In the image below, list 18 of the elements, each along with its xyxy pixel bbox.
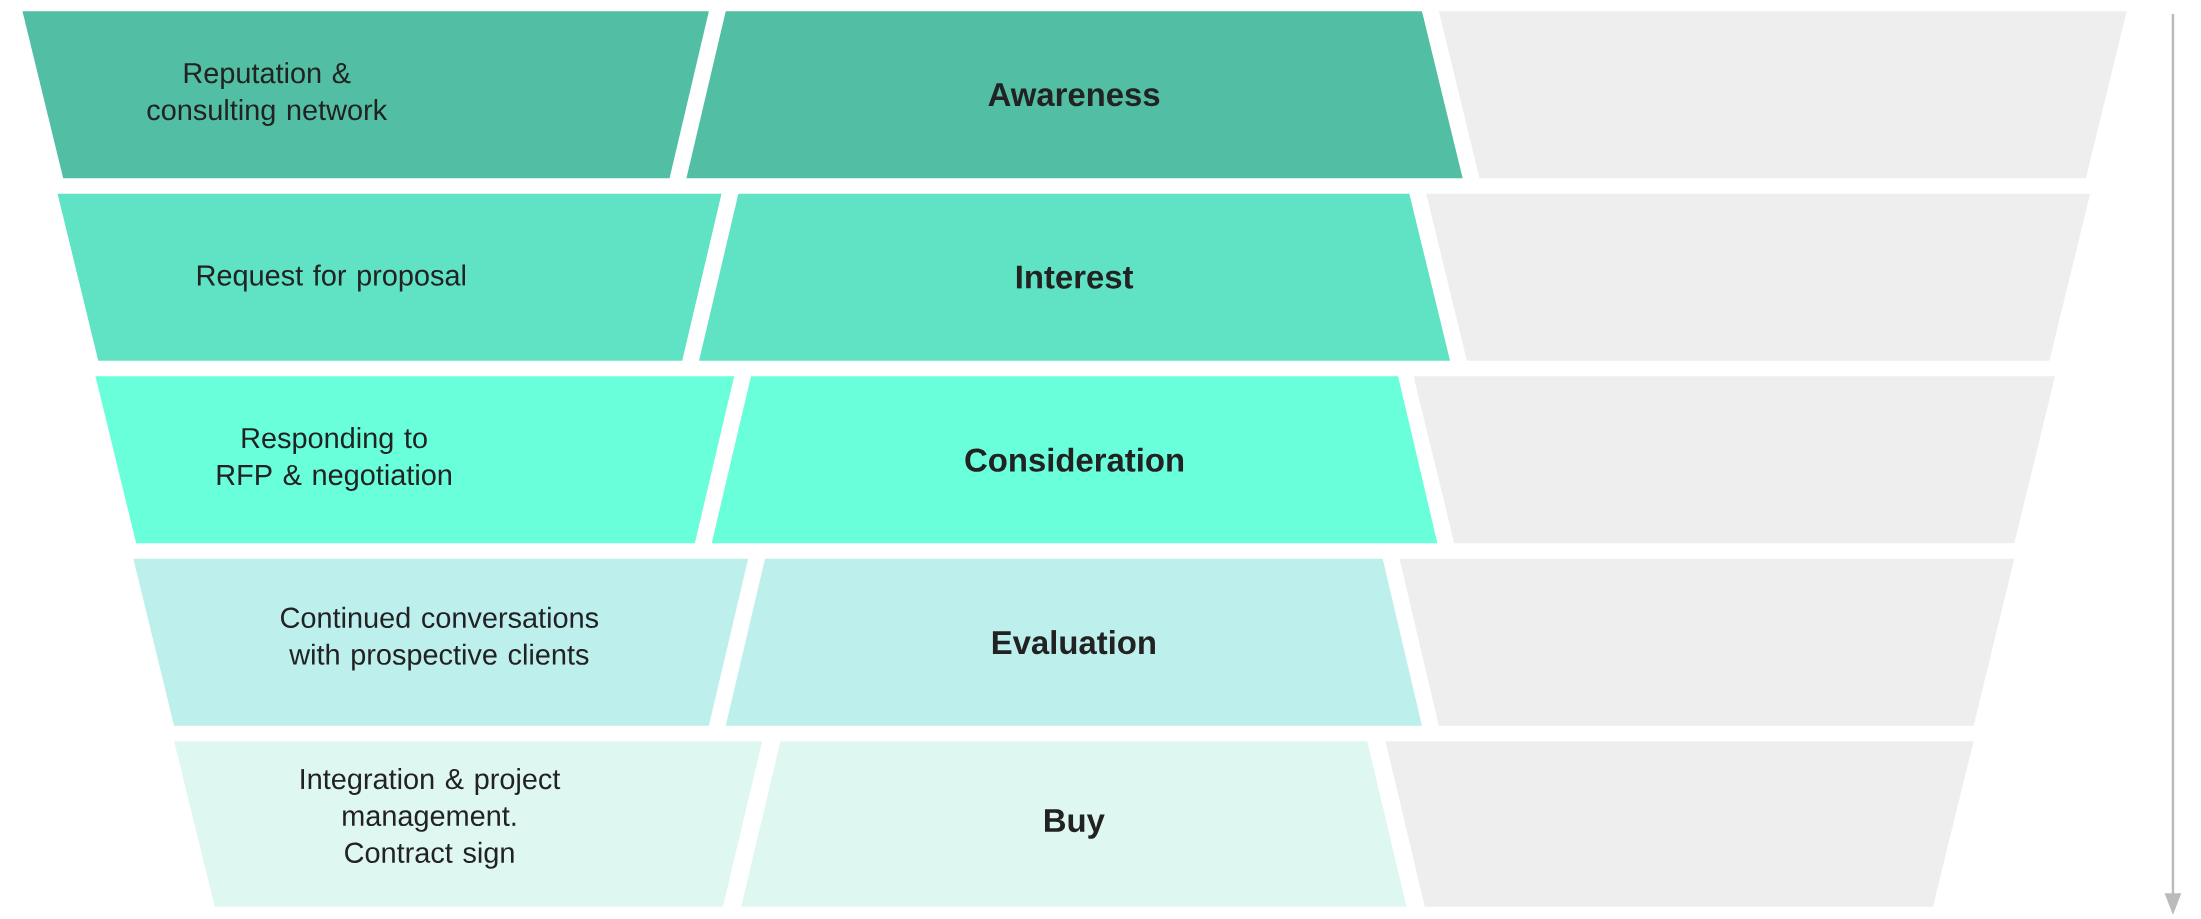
stage-description-box: Responding to RFP & negotiation [95,376,735,544]
stage-name-box: Awareness [686,11,1463,179]
node-label: Awareness [988,83,1160,107]
node-label: Evaluation [992,629,1155,655]
stage-description-box: Continued conversations with prospective clients [133,558,749,726]
node-label: Continued conversations with prospective clients [281,606,599,671]
node-label: Responding to RFP & negotiation [217,426,452,491]
node-label: Reputation & consulting network [147,61,388,126]
stage-name-box: Consideration [711,376,1438,544]
stage-name-box: Evaluation [725,558,1422,726]
node-label: Interest [1016,265,1134,289]
stage-name-box: Interest [699,193,1451,361]
stage-description-box: Integration & project management. Contract sign [174,740,763,907]
node-label: Consideration [965,447,1184,472]
stage-description-box: Reputation & consulting network [22,11,709,179]
stage-name-box: Buy [741,740,1407,907]
node-label: Request for proposal [197,264,465,292]
stage-description-box: Request for proposal [57,193,722,361]
